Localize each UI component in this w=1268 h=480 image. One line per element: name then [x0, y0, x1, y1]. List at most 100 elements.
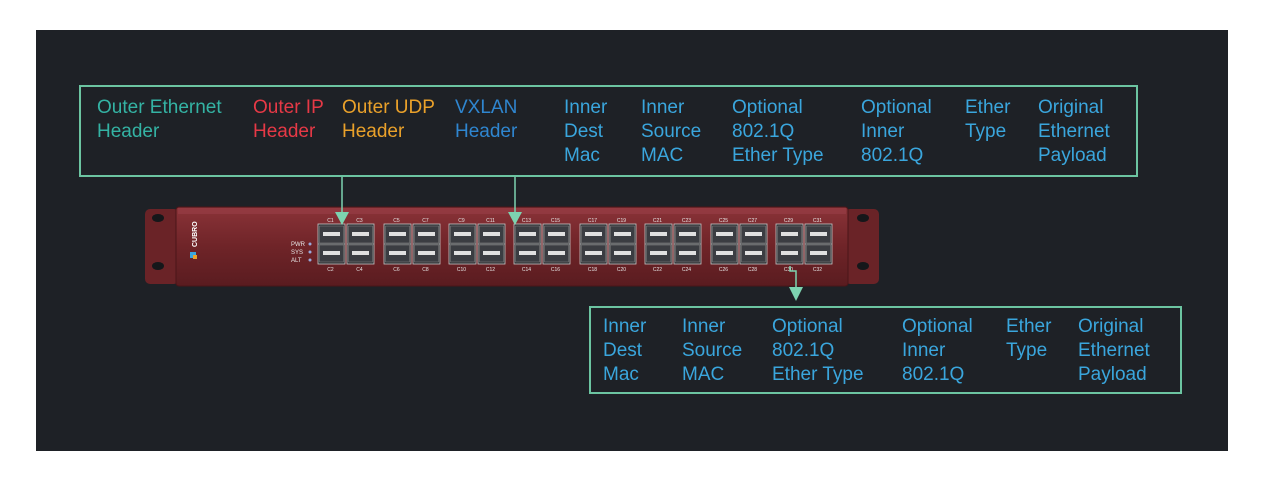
port-label-bottom: C4 [356, 267, 363, 273]
qsfp-port-latch [716, 232, 733, 236]
qsfp-port-latch [323, 251, 340, 255]
qsfp-port-latch [323, 232, 340, 236]
port-label-bottom: C6 [393, 267, 400, 273]
port-label-bottom: C20 [617, 267, 626, 273]
rack-ear-right [845, 209, 879, 284]
port-label-bottom: C22 [653, 267, 662, 273]
port-label-top: C5 [393, 218, 400, 224]
qsfp-port-latch [650, 232, 667, 236]
port-label-bottom: C16 [551, 267, 560, 273]
outer-packet-frame [79, 85, 1138, 177]
port-label-top: C19 [617, 218, 626, 224]
led-label-pwr: PWR [291, 242, 306, 248]
qsfp-port-latch [810, 251, 827, 255]
port-label-top: C31 [813, 218, 822, 224]
qsfp-port-latch [585, 232, 602, 236]
port-label-top: C21 [653, 218, 662, 224]
port-label-top: C11 [486, 218, 495, 224]
port-label-top: C17 [588, 218, 597, 224]
port-label-bottom: C26 [719, 267, 728, 273]
qsfp-port-latch [614, 232, 631, 236]
port-label-top: C3 [356, 218, 363, 224]
arrow-egress [789, 266, 797, 290]
port-label-bottom: C12 [486, 267, 495, 273]
qsfp-port-latch [716, 251, 733, 255]
qsfp-port-latch [352, 251, 369, 255]
chassis-top-vent [178, 208, 846, 214]
led-indicator [308, 258, 312, 262]
qsfp-port-latch [781, 232, 798, 236]
qsfp-port-latch [781, 251, 798, 255]
port-label-bottom: C32 [813, 267, 822, 273]
qsfp-port-latch [745, 232, 762, 236]
port-label-bottom: C30 [784, 267, 793, 273]
port-label-top: C23 [682, 218, 691, 224]
port-label-top: C13 [522, 218, 531, 224]
qsfp-port-latch [548, 232, 565, 236]
port-label-top: C9 [458, 218, 465, 224]
port-label-top: C29 [784, 218, 793, 224]
qsfp-port-latch [389, 232, 406, 236]
qsfp-port-latch [810, 232, 827, 236]
port-label-top: C15 [551, 218, 560, 224]
qsfp-port-latch [650, 251, 667, 255]
qsfp-port-latch [483, 232, 500, 236]
rack-hole [857, 262, 869, 270]
qsfp-port-latch [454, 251, 471, 255]
brand-logo-text: CUBRO [192, 221, 199, 247]
qsfp-port-latch [519, 251, 536, 255]
qsfp-port-latch [614, 251, 631, 255]
port-array [317, 223, 833, 265]
qsfp-port-latch [519, 232, 536, 236]
rack-hole [857, 214, 869, 222]
port-label-bottom: C8 [422, 267, 429, 273]
led-label-alt: ALT [291, 258, 302, 264]
port-label-top: C1 [327, 218, 334, 224]
port-labels: C1C2C3C4C5C6C7C8C9C10C11C12C13C14C15C16C… [327, 218, 822, 273]
led-label-sys: SYS [291, 250, 303, 256]
qsfp-port-latch [418, 251, 435, 255]
qsfp-port-latch [585, 251, 602, 255]
port-label-bottom: C28 [748, 267, 757, 273]
arrowhead-egress [789, 287, 803, 301]
port-label-top: C7 [422, 218, 429, 224]
port-label-bottom: C10 [457, 267, 466, 273]
arrowhead-ingress-1 [335, 212, 349, 225]
qsfp-port-latch [679, 251, 696, 255]
qsfp-port-latch [483, 251, 500, 255]
qsfp-port-latch [548, 251, 565, 255]
rack-hole [152, 214, 164, 222]
rack-hole [152, 262, 164, 270]
led-indicator [308, 250, 312, 254]
qsfp-port-latch [389, 251, 406, 255]
brand-logo-mark [193, 255, 197, 259]
arrowhead-ingress-2 [508, 212, 522, 225]
qsfp-port-latch [352, 232, 369, 236]
port-label-bottom: C24 [682, 267, 691, 273]
port-label-top: C27 [748, 218, 757, 224]
port-label-top: C25 [719, 218, 728, 224]
port-label-bottom: C18 [588, 267, 597, 273]
qsfp-port-latch [679, 232, 696, 236]
port-label-bottom: C14 [522, 267, 531, 273]
qsfp-port-latch [745, 251, 762, 255]
inner-packet-frame [589, 306, 1182, 394]
led-indicator [308, 242, 312, 246]
